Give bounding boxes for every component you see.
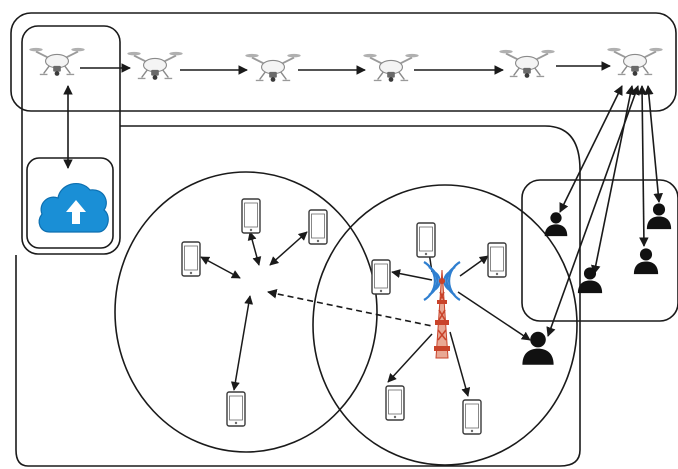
uav-drone-icon: [606, 46, 664, 77]
uav-layer-box: [10, 12, 677, 112]
smartphone-icon: [462, 399, 482, 435]
ground-network-region: [15, 125, 581, 467]
d2d-cluster-circle: [114, 171, 378, 453]
base-station-tower-icon: [423, 261, 461, 359]
uav-drone-icon: [498, 48, 556, 79]
smartphone-icon: [226, 391, 246, 427]
user-icon: [522, 331, 554, 365]
smartphone-icon: [241, 198, 261, 234]
smartphone-icon: [385, 385, 405, 421]
user-icon: [544, 212, 568, 237]
d2d-links: [200, 231, 308, 391]
cloud-uav-column-box: [21, 25, 121, 255]
uav-drone-icon: [28, 46, 86, 77]
smartphone-icon: [487, 242, 507, 278]
cloud-upload-icon: [38, 182, 109, 233]
smartphone-icon: [181, 241, 201, 277]
d2d-to-bs-dashed-link: [267, 289, 433, 327]
uav-user-links: [546, 85, 663, 337]
smartphone-icon: [371, 259, 391, 295]
smartphone-icon: [308, 209, 328, 245]
user-icon: [633, 248, 659, 275]
smartphone-icon: [416, 222, 436, 258]
uav-drone-icon: [244, 52, 302, 83]
remote-users-box: [521, 179, 678, 322]
user-icon: [646, 203, 672, 230]
user-icon: [577, 267, 603, 294]
uav-relay-links: [80, 61, 611, 75]
uav-drone-icon: [362, 52, 420, 83]
uav-drone-icon: [126, 50, 184, 81]
